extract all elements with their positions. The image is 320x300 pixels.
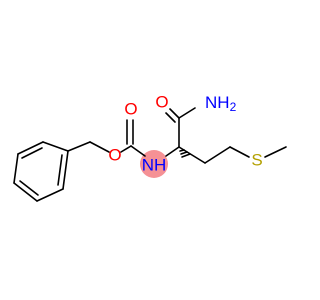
backbone-bonds — [165, 107, 287, 164]
amide-nitrogen-symbol: NH — [205, 93, 230, 112]
carbamate-nitrogen-label: NH — [142, 156, 167, 175]
amide-nitrogen-label: NH2 — [205, 93, 237, 115]
amide-oxygen-label: O — [155, 93, 168, 112]
benzyl-linker — [67, 141, 110, 153]
amide-nitrogen-subscript: 2 — [230, 100, 237, 114]
structural-formula: O O NH O NH2 S — [13, 93, 287, 202]
carbamate-bonds — [120, 119, 146, 157]
stereo-hash-bond — [179, 149, 191, 158]
ester-oxygen-label: O — [108, 146, 121, 165]
benzene-ring — [13, 141, 69, 202]
nitrogen-highlight — [140, 150, 168, 178]
carbamate-carbonyl-oxygen-label: O — [124, 100, 137, 119]
sulfur-label: S — [251, 151, 262, 170]
